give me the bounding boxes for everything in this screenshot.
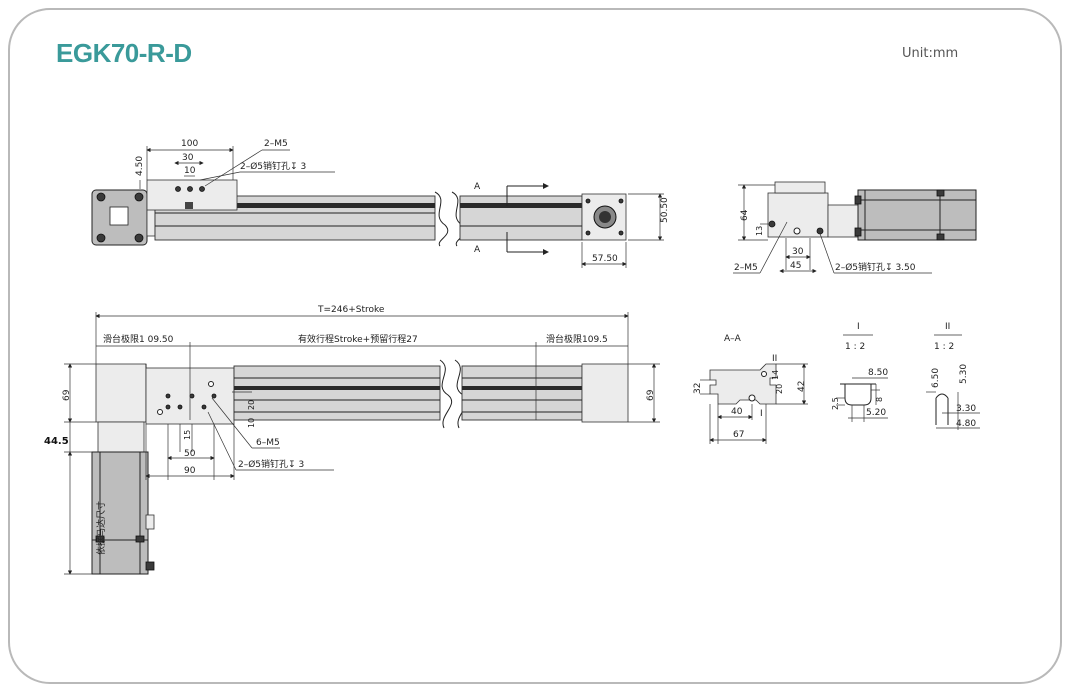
di-dim-8-50: 8.50 bbox=[868, 368, 888, 378]
dim-4-50: 4.50 bbox=[135, 156, 145, 176]
dim-50-50: 50.50 bbox=[660, 197, 670, 223]
aa-dim-14: 14 bbox=[771, 370, 780, 380]
detail-ii-profile bbox=[935, 393, 949, 425]
fv-dim-90: 90 bbox=[184, 466, 196, 476]
section-aa-label: A–A bbox=[724, 334, 742, 344]
unit-label: Unit:mm bbox=[902, 46, 959, 61]
section-a-top: A bbox=[474, 182, 481, 192]
ev-pin-label: 2–Ø5销钉孔↧ 3.50 bbox=[835, 261, 916, 273]
ev-dim-64: 64 bbox=[740, 209, 750, 221]
aa-detail-ii: II bbox=[772, 354, 777, 364]
dim-57-50: 57.50 bbox=[592, 254, 618, 264]
dim-left-limit: 滑台极限1 09.50 bbox=[103, 333, 174, 345]
detail-i-scale: 1 : 2 bbox=[845, 342, 865, 352]
di-dim-2-5: 2.5 bbox=[831, 397, 840, 410]
fv-dim-15: 15 bbox=[183, 430, 192, 440]
rail-right bbox=[459, 195, 583, 241]
front-rail-right bbox=[461, 365, 583, 421]
detail-i-profile bbox=[844, 384, 872, 406]
profile-section bbox=[709, 363, 777, 405]
end-view: 64 13 30 45 2–M5 2–Ø5销钉孔↧ 3.50 bbox=[733, 181, 977, 274]
dim-10: 10 bbox=[184, 166, 196, 176]
aa-dim-67: 67 bbox=[733, 430, 744, 440]
dii-dim-5-30: 5.30 bbox=[959, 364, 969, 384]
top-thread-label: 2–M5 bbox=[264, 139, 288, 149]
aa-dim-32: 32 bbox=[693, 383, 703, 394]
aa-dim-20: 20 bbox=[775, 384, 784, 394]
dii-dim-3-30: 3.30 bbox=[956, 404, 976, 414]
detail-ii: II 1 : 2 6.50 5.30 3.30 4.80 bbox=[926, 322, 980, 430]
detail-ii-label: II bbox=[945, 322, 950, 332]
top-pin-label: 2–Ø5销钉孔↧ 3 bbox=[240, 160, 306, 172]
motor-size-note: 依据马达尺寸 bbox=[95, 501, 107, 555]
dii-dim-4-80: 4.80 bbox=[956, 419, 976, 429]
aa-dim-40: 40 bbox=[731, 407, 743, 417]
di-dim-5-20: 5.20 bbox=[866, 408, 886, 418]
ev-dim-30: 30 bbox=[792, 247, 804, 257]
dim-right-limit: 滑台极限109.5 bbox=[546, 333, 608, 345]
front-motor bbox=[91, 451, 149, 575]
fv-thread-label: 6–M5 bbox=[256, 438, 280, 448]
product-title: EGK70-R-D bbox=[56, 38, 192, 68]
fv-dim-10: 10 bbox=[247, 418, 256, 428]
dim-effective-stroke: 有效行程Stroke+预留行程27 bbox=[298, 333, 418, 345]
ev-dim-45: 45 bbox=[790, 261, 801, 271]
aa-dim-42: 42 bbox=[797, 381, 807, 392]
dim-total-length: T=246+Stroke bbox=[317, 305, 385, 315]
fv-dim-50: 50 bbox=[184, 449, 196, 459]
front-view: T=246+Stroke 滑台极限1 09.50 有效行程Stroke+预留行程… bbox=[44, 305, 660, 575]
section-a-a: A–A 32 42 20 14 40 67 II I bbox=[693, 334, 808, 444]
detail-ii-scale: 1 : 2 bbox=[934, 342, 954, 352]
section-a-bottom: A bbox=[474, 245, 481, 255]
dim-100: 100 bbox=[181, 139, 198, 149]
dim-69-right: 69 bbox=[646, 389, 656, 401]
ev-thread-label: 2–M5 bbox=[734, 263, 758, 273]
detail-i: I 1 : 2 8.50 2.5 8 5.20 bbox=[831, 322, 888, 422]
detail-i-label: I bbox=[857, 322, 860, 332]
fv-pin-label: 2–Ø5销钉孔↧ 3 bbox=[238, 458, 304, 470]
ev-dim-13: 13 bbox=[755, 226, 764, 236]
aa-detail-i: I bbox=[760, 409, 763, 419]
dim-44-5: 44.5 bbox=[44, 436, 69, 447]
dii-dim-6-50: 6.50 bbox=[931, 368, 941, 388]
dim-69-left: 69 bbox=[62, 389, 72, 401]
top-view: 100 30 10 4.50 2–M5 2–Ø5销钉孔↧ 3 50.50 57.… bbox=[91, 139, 670, 268]
di-dim-8: 8 bbox=[875, 397, 884, 402]
front-rail-left bbox=[233, 365, 441, 421]
end-view-motor bbox=[857, 189, 977, 241]
fv-dim-20: 20 bbox=[247, 400, 256, 410]
front-end-cap bbox=[581, 363, 629, 423]
dim-30: 30 bbox=[182, 153, 194, 163]
front-motor-mount bbox=[95, 363, 147, 423]
